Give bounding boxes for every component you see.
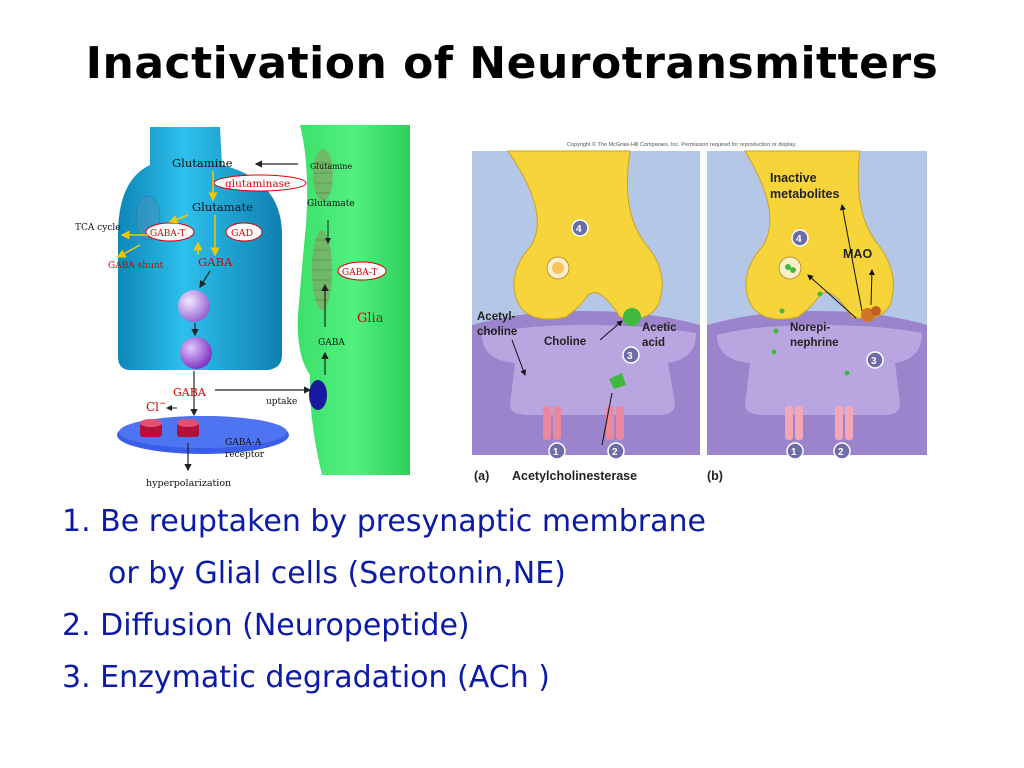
bullet-list: 1. Be reuptaken by presynaptic membrane … (62, 496, 962, 704)
label-gaba-cleft: GABA (173, 386, 207, 399)
label-panel-b: (b) (707, 469, 723, 483)
step-badge-3a: 3 (622, 346, 640, 364)
label-glia-gaba: GABA (318, 338, 345, 348)
label-glutamine: Glutamine (172, 156, 233, 170)
label-acetylcholine-2: choline (477, 326, 517, 338)
mitochondrion-glia-1 (313, 149, 333, 201)
gaba-synapse-diagram: Glutamine glutaminase Glutamate TCA cycl… (75, 125, 410, 489)
label-gaba-t: GABA-T (150, 229, 186, 239)
svg-text:1: 1 (553, 447, 559, 458)
slide-title: Inactivation of Neurotransmitters (85, 38, 939, 89)
label-acetic-1: Acetic (642, 322, 677, 334)
label-glia-glutamine: Glutamine (310, 162, 352, 171)
label-norepinephrine-2: nephrine (790, 337, 839, 349)
bullet-1-continued: or by Glial cells (Serotonin,NE) (108, 556, 566, 591)
bullet-2: 2. Diffusion (Neuropeptide) (62, 608, 470, 643)
synapse-panels-diagram: Copyright © The McGraw-Hill Companies, I… (472, 141, 927, 483)
bullet-3: 3. Enzymatic degradation (ACh ) (62, 660, 550, 695)
label-acetic-2: acid (642, 337, 665, 349)
svg-text:2: 2 (612, 447, 618, 458)
glia-cell (297, 125, 410, 475)
step-badge-1a: 1 (548, 442, 566, 460)
label-gaba-shunt: GABA shunt (108, 261, 164, 271)
label-inactive-2: metabolites (770, 187, 840, 201)
label-choline: Choline (544, 336, 586, 348)
gaba-a-receptor (140, 419, 199, 437)
label-glia-glutamate: Glutamate (307, 199, 355, 209)
svg-text:3: 3 (627, 351, 633, 362)
label-acetylcholinesterase: Acetylcholinesterase (512, 469, 637, 483)
svg-text:4: 4 (576, 224, 582, 235)
label-hyperpolarization: hyperpolarization (146, 478, 231, 489)
label-inactive-1: Inactive (770, 171, 817, 185)
label-glutaminase: glutaminase (225, 178, 290, 190)
vesicle-2 (180, 337, 212, 369)
label-tca-cycle: TCA cycle (75, 223, 121, 233)
svg-text:2: 2 (838, 447, 844, 458)
step-badge-4a: 4 (571, 219, 589, 237)
ach-receptors (543, 406, 624, 440)
label-panel-a: (a) (474, 469, 489, 483)
svg-text:1: 1 (791, 447, 797, 458)
bullet-1: 1. Be reuptaken by presynaptic membrane (62, 504, 706, 539)
vesicle-1 (178, 290, 210, 322)
label-norepinephrine-1: Norepi- (790, 322, 830, 334)
label-cl: Cl− (146, 399, 167, 414)
label-uptake: uptake (266, 397, 297, 407)
label-gaba-neuron: GABA (198, 255, 233, 269)
acetylcholinesterase-enzyme (609, 373, 626, 389)
label-receptor-2: receptor (225, 450, 265, 460)
svg-text:4: 4 (796, 234, 802, 245)
label-glia-gaba-t: GABA-T (342, 268, 378, 278)
label-receptor-1: GABA-A (225, 438, 262, 448)
mao-enzyme (861, 306, 881, 322)
choline-transporter (623, 308, 641, 326)
label-glutamate: Glutamate (192, 200, 253, 214)
step-badge-2b: 2 (833, 442, 851, 460)
ne-molecules (771, 291, 850, 376)
copyright-notice: Copyright © The McGraw-Hill Companies, I… (567, 141, 797, 148)
gaba-transporter (309, 380, 327, 410)
label-gad: GAD (231, 228, 253, 239)
ne-receptors (785, 406, 853, 440)
step-badge-4b: 4 (791, 229, 809, 247)
step-badge-3b: 3 (866, 351, 884, 369)
svg-text:3: 3 (871, 356, 877, 367)
label-mao: MAO (843, 247, 872, 261)
step-badge-1b: 1 (786, 442, 804, 460)
label-glia: Glia (357, 311, 384, 326)
step-badge-2a: 2 (607, 442, 625, 460)
label-acetylcholine-1: Acetyl- (477, 311, 516, 323)
